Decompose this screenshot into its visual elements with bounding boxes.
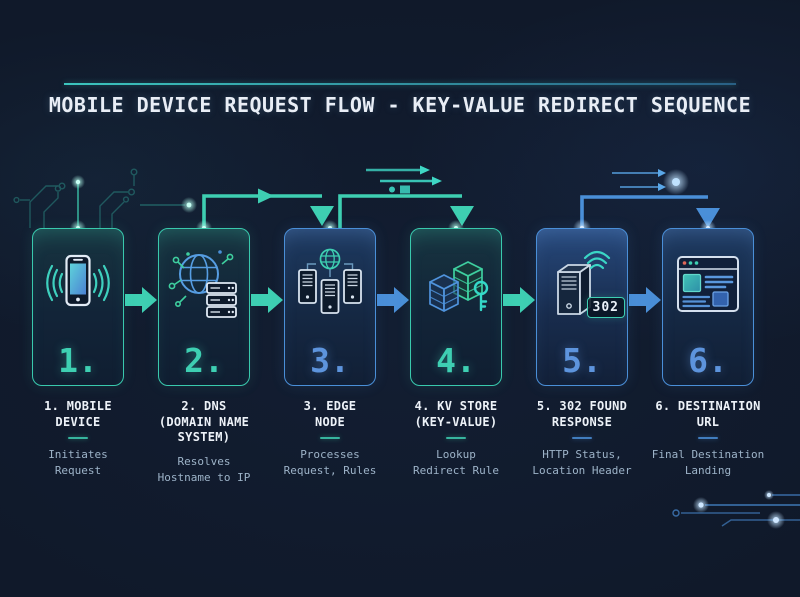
step-labels-row: 1. MOBILE DEVICE Initiates Request 2. DN… — [0, 399, 770, 486]
circuit-traces-left — [13, 168, 138, 228]
top-connector-blue — [580, 195, 708, 228]
title-divider-line — [64, 83, 736, 85]
connector-arrowhead-down-icon — [450, 206, 474, 226]
circuit-traces-bottom-right — [672, 494, 800, 527]
step-card-302-response: 302 5. — [536, 228, 628, 386]
step-label-edge-node: 3. EDGE NODE Processes Request, Rules — [268, 399, 392, 486]
step-number: 2. — [184, 341, 224, 380]
step-title: 5. 302 FOUND RESPONSE — [536, 399, 628, 429]
step-number: 3. — [310, 341, 350, 380]
step-description: Final Destination Landing — [651, 448, 765, 478]
step-card-destination-url: 6. — [662, 228, 754, 386]
glow-feeder-card1 — [71, 175, 197, 228]
connector-arrowhead-down-icon — [310, 206, 334, 226]
glow-dot — [693, 497, 709, 513]
step-card-kv-store: 4. — [410, 228, 502, 386]
step-label-kv-store: 4. KV STORE (KEY-VALUE) Lookup Redirect … — [394, 399, 518, 486]
step-title-underline — [572, 437, 592, 440]
step-title-underline — [68, 437, 88, 440]
step-title: 6. DESTINATION URL — [655, 399, 761, 429]
top-connector-teal — [202, 194, 462, 228]
step-description: HTTP Status, Location Header — [532, 448, 632, 478]
step-card-mobile-device: 1. — [32, 228, 124, 386]
step-number: 5. — [562, 341, 602, 380]
step-description: Resolves Hostname to IP — [157, 454, 251, 484]
http-302-badge: 302 — [586, 297, 625, 318]
browser-destination-icon — [663, 241, 753, 327]
step-label-mobile-device: 1. MOBILE DEVICE Initiates Request — [16, 399, 140, 486]
step-title-underline — [446, 437, 466, 440]
step-card-edge-node: 3. — [284, 228, 376, 386]
speed-lines-teal-icon — [366, 165, 442, 194]
step-title-underline — [320, 437, 340, 440]
kv-store-key-icon — [411, 241, 501, 327]
connector-arrowhead-right-icon — [258, 188, 274, 204]
step-description: Lookup Redirect Rule — [412, 448, 500, 478]
step-label-destination-url: 6. DESTINATION URL Final Destination Lan… — [646, 399, 770, 486]
step-number: 1. — [58, 341, 98, 380]
page-title: MOBILE DEVICE REQUEST FLOW - KEY-VALUE R… — [48, 93, 752, 117]
edge-node-servers-icon — [285, 241, 375, 327]
comet-blue-icon — [612, 169, 689, 195]
step-number: 6. — [688, 341, 728, 380]
step-title: 4. KV STORE (KEY-VALUE) — [414, 399, 498, 429]
flow-cards-row: 1. — [0, 228, 754, 386]
step-description: Processes Request, Rules — [283, 448, 377, 478]
step-description: Initiates Request — [48, 448, 108, 478]
step-title-underline — [698, 437, 718, 440]
step-label-dns: 2. DNS (DOMAIN NAME SYSTEM) Resolves Hos… — [142, 399, 266, 486]
connector-arrowhead-down-icon — [696, 208, 720, 228]
step-title: 2. DNS (DOMAIN NAME SYSTEM) — [158, 399, 250, 445]
step-title: 1. MOBILE DEVICE — [44, 399, 112, 429]
glow-dot — [767, 511, 785, 529]
glow-dot — [764, 490, 774, 500]
step-number: 4. — [436, 341, 476, 380]
smartphone-signal-icon — [33, 241, 123, 327]
globe-dns-servers-icon — [159, 241, 249, 327]
step-label-302-response: 5. 302 FOUND RESPONSE HTTP Status, Locat… — [520, 399, 644, 486]
step-card-dns: 2. — [158, 228, 250, 386]
step-title: 3. EDGE NODE — [303, 399, 357, 429]
